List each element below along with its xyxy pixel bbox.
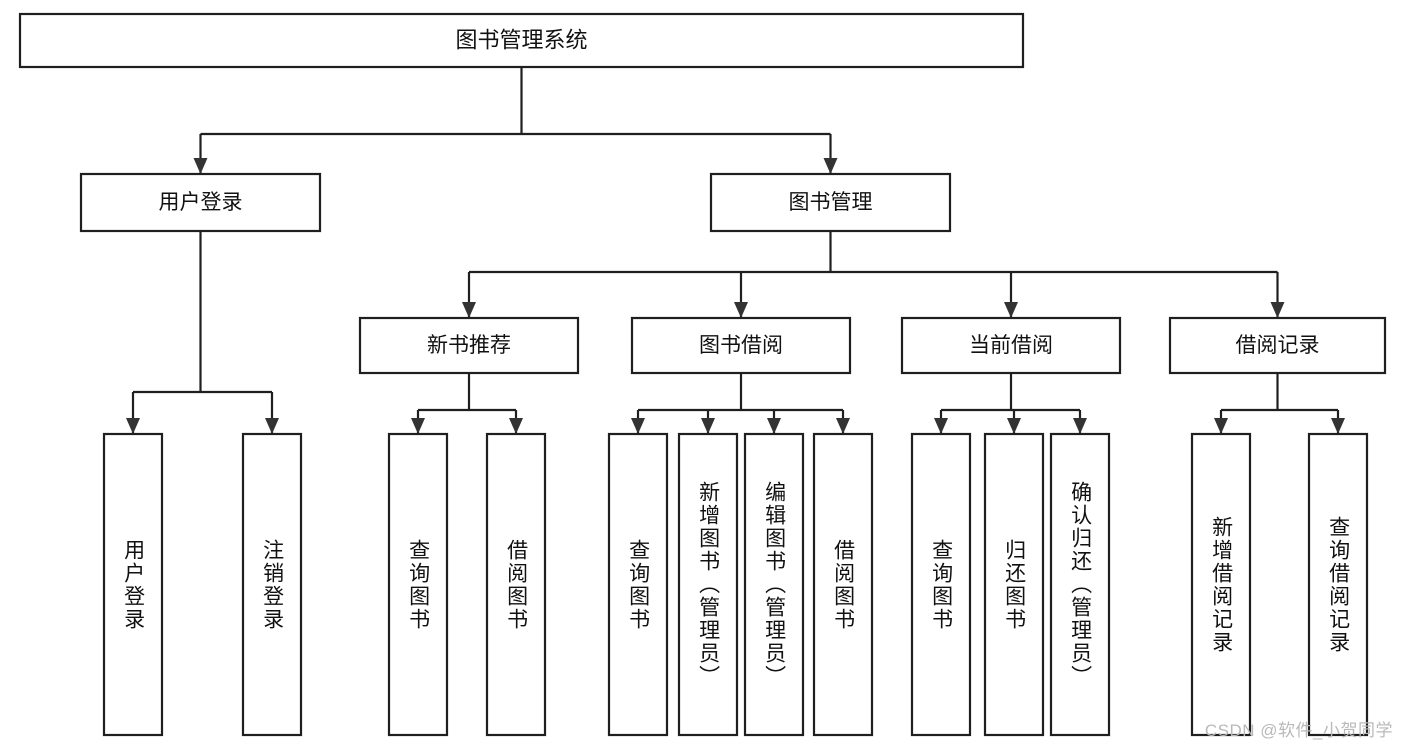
leaf-box-leaf-add-record[interactable] xyxy=(1190,432,1252,737)
box-layer xyxy=(18,12,1387,737)
node-box-book-borrow[interactable] xyxy=(630,316,852,375)
arrow-head-icon xyxy=(411,418,425,434)
leaf-box-leaf-borrow-book-1[interactable] xyxy=(485,432,547,737)
arrow-head-icon xyxy=(265,418,279,434)
connector-layer xyxy=(126,67,1345,434)
leaf-box-leaf-confirm-return[interactable] xyxy=(1049,432,1111,737)
leaf-box-leaf-user-login[interactable] xyxy=(102,432,164,737)
node-label-book-borrow: 图书借阅 xyxy=(699,334,783,357)
leaf-box-leaf-query-record[interactable] xyxy=(1307,432,1369,737)
arrow-head-icon xyxy=(1073,418,1087,434)
node-box-borrow-record[interactable] xyxy=(1168,316,1387,375)
leaf-box-leaf-borrow-book-2[interactable] xyxy=(812,432,874,737)
arrow-head-icon xyxy=(1331,418,1345,434)
arrow-head-icon xyxy=(631,418,645,434)
node-label-root: 图书管理系统 xyxy=(455,27,587,52)
arrow-head-icon xyxy=(509,418,523,434)
leaf-box-leaf-return-book[interactable] xyxy=(983,432,1045,737)
arrow-head-icon xyxy=(126,418,140,434)
arrow-head-icon xyxy=(836,418,850,434)
arrow-head-icon xyxy=(462,302,476,318)
node-label-book-manage: 图书管理 xyxy=(789,191,873,214)
arrow-head-icon xyxy=(823,158,838,174)
arrow-head-icon xyxy=(701,418,715,434)
arrow-head-icon xyxy=(734,302,748,318)
arrow-head-icon xyxy=(934,418,948,434)
node-box-book-manage[interactable] xyxy=(709,172,952,233)
leaf-box-leaf-query-book-3[interactable] xyxy=(910,432,972,737)
arrow-head-icon xyxy=(1214,418,1228,434)
leaf-box-leaf-user-logout[interactable] xyxy=(241,432,303,737)
node-box-new-book-rec[interactable] xyxy=(358,316,580,375)
arrow-head-icon xyxy=(193,158,208,174)
arrow-head-icon xyxy=(1270,302,1285,318)
leaf-box-leaf-add-book[interactable] xyxy=(677,432,739,737)
watermark: CSDN @软件_小贺同学 xyxy=(1204,721,1393,740)
node-label-current-borrow: 当前借阅 xyxy=(969,334,1053,357)
leaf-box-leaf-query-book-1[interactable] xyxy=(387,432,449,737)
node-box-current-borrow[interactable] xyxy=(900,316,1122,375)
leaf-box-leaf-query-book-2[interactable] xyxy=(607,432,669,737)
node-box-user-login[interactable] xyxy=(79,172,322,233)
node-label-borrow-record: 借阅记录 xyxy=(1236,334,1320,357)
node-label-user-login: 用户登录 xyxy=(159,191,243,214)
leaf-box-leaf-edit-book[interactable] xyxy=(743,432,805,737)
arrow-head-icon xyxy=(1004,302,1018,318)
arrow-head-icon xyxy=(767,418,781,434)
node-box-root[interactable] xyxy=(18,12,1025,69)
node-label-new-book-rec: 新书推荐 xyxy=(427,334,511,357)
arrow-head-icon xyxy=(1007,418,1021,434)
